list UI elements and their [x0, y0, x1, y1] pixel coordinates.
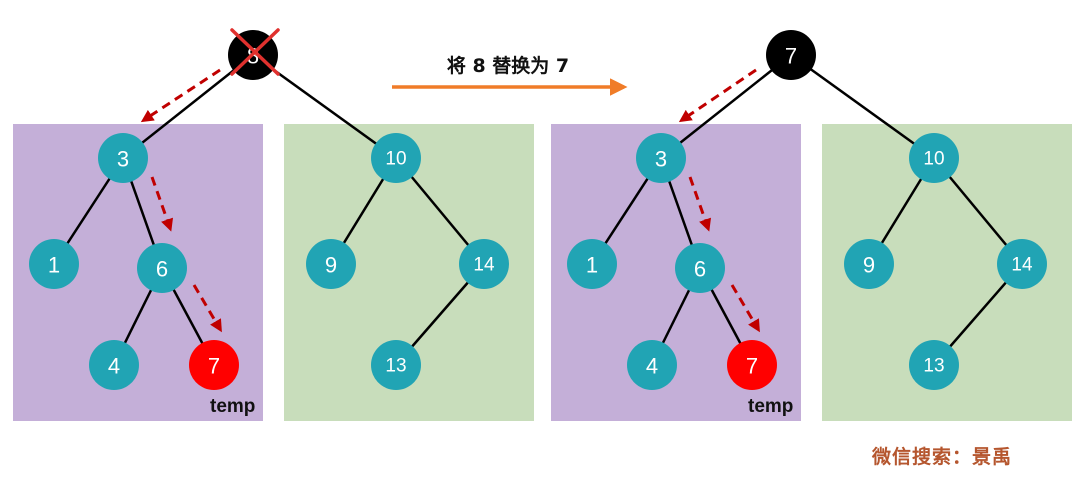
- operation-step: 将 8 替换为 7: [392, 54, 628, 96]
- node-4-circle: [627, 340, 677, 390]
- cross-mark-icon: [230, 28, 280, 76]
- node-7-circle: [189, 340, 239, 390]
- tree-node: 9: [844, 239, 894, 289]
- search-path-arrows: [140, 68, 222, 333]
- watermark-text: 微信搜索：景禹: [871, 445, 1012, 468]
- tree-node: 14: [459, 239, 509, 289]
- tree-node: 4: [627, 340, 677, 390]
- search-arrow-3-to-6: [688, 176, 712, 232]
- node-3-label: 3: [117, 147, 129, 172]
- node-6-label: 6: [156, 257, 168, 282]
- operation-caption: 将 8 替换为 7: [447, 54, 569, 77]
- tree-before: 8 3 1 6 4 7 10: [13, 28, 534, 421]
- temp-label: temp: [748, 396, 793, 417]
- root-node-circle: [766, 30, 816, 80]
- node-6-label: 6: [694, 257, 706, 282]
- node-4-label: 4: [646, 354, 658, 379]
- node-6-circle: [137, 243, 187, 293]
- node-9-circle: [844, 239, 894, 289]
- node-13-circle: [909, 340, 959, 390]
- node-3-circle: [636, 133, 686, 183]
- search-arrow-6-to-7: [730, 284, 760, 333]
- node-14-circle: [997, 239, 1047, 289]
- node-10-label: 10: [923, 149, 944, 170]
- tree-node: 1: [567, 239, 617, 289]
- node-1-circle: [29, 239, 79, 289]
- tree-node: 3: [636, 133, 686, 183]
- node-1-label: 1: [586, 253, 598, 278]
- root-node-label: 7: [785, 44, 797, 69]
- tree-node: 4: [89, 340, 139, 390]
- temp-label: temp: [210, 396, 255, 417]
- node-3-circle: [98, 133, 148, 183]
- edge-7-3: [660, 54, 792, 159]
- tree-node: 6: [675, 243, 725, 293]
- tree-after: 7 3 1 6 4 7 10 9: [551, 30, 1072, 421]
- node-10-circle: [371, 133, 421, 183]
- node-13-label: 13: [385, 356, 406, 377]
- tree-node-root: 8: [228, 28, 280, 80]
- tree-node: 9: [306, 239, 356, 289]
- tree-node-highlight: 7: [189, 340, 239, 390]
- node-14-circle: [459, 239, 509, 289]
- node-13-circle: [371, 340, 421, 390]
- tree-node-highlight: 7: [727, 340, 777, 390]
- node-7-label: 7: [208, 354, 220, 379]
- tree-node: 10: [371, 133, 421, 183]
- node-9-label: 9: [863, 253, 875, 278]
- search-arrow-3-to-6: [150, 176, 174, 232]
- tree-node: 13: [909, 340, 959, 390]
- tree-node: 6: [137, 243, 187, 293]
- tree-node: 13: [371, 340, 421, 390]
- tree-node: 14: [997, 239, 1047, 289]
- search-arrow-root-to-3: [140, 68, 221, 123]
- node-6-circle: [675, 243, 725, 293]
- node-1-label: 1: [48, 253, 60, 278]
- node-10-label: 10: [385, 149, 406, 170]
- tree-node: 3: [98, 133, 148, 183]
- node-10-circle: [909, 133, 959, 183]
- node-4-circle: [89, 340, 139, 390]
- node-13-label: 13: [923, 356, 944, 377]
- tree-node-root: 7: [766, 30, 816, 80]
- edge-7-10: [790, 53, 935, 160]
- node-4-label: 4: [108, 354, 120, 379]
- search-arrow-6-to-7: [192, 284, 222, 333]
- node-9-circle: [306, 239, 356, 289]
- search-path-arrows: [678, 68, 760, 333]
- node-3-label: 3: [655, 147, 667, 172]
- tree-node: 10: [909, 133, 959, 183]
- node-9-label: 9: [325, 253, 337, 278]
- node-14-label: 14: [473, 255, 495, 276]
- tree-node: 1: [29, 239, 79, 289]
- edge-8-3: [122, 54, 254, 159]
- node-14-label: 14: [1011, 255, 1033, 276]
- node-1-circle: [567, 239, 617, 289]
- node-7-circle: [727, 340, 777, 390]
- node-7-label: 7: [746, 354, 758, 379]
